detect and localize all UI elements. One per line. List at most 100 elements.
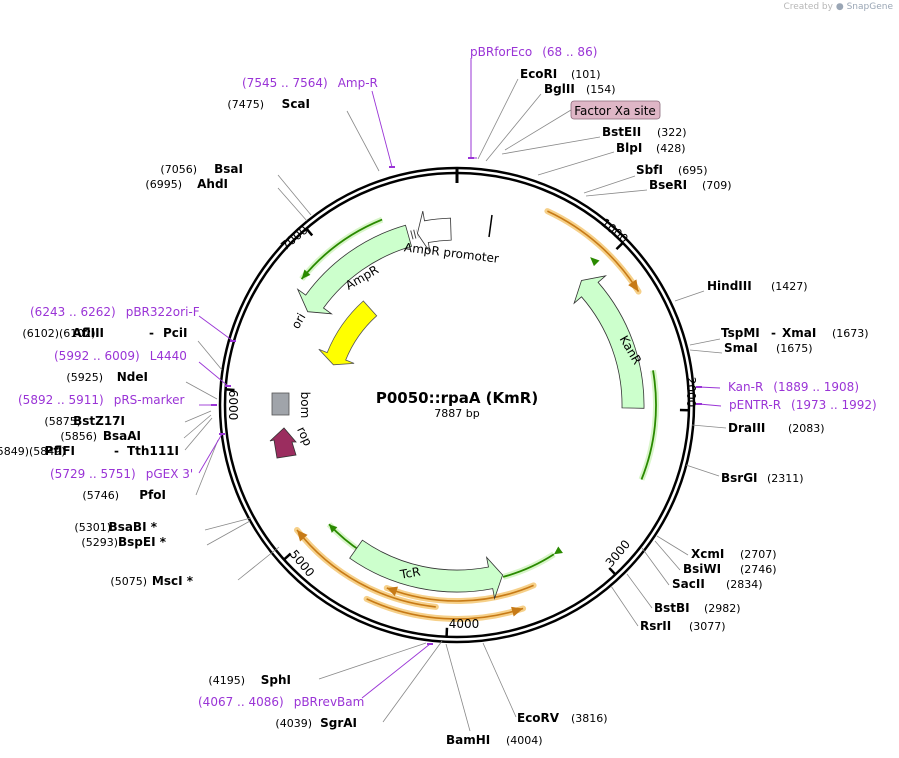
primer-pbrrevbam-part2: pBRrevBam: [294, 695, 365, 709]
primer-pbrforeco-part2: (68 .. 86): [542, 45, 597, 59]
kanr-arrow: [573, 275, 645, 409]
factor-xa-label: Factor Xa site: [574, 104, 656, 118]
site-ndei-name: NdeI: [117, 370, 148, 384]
site-hindiii-pos: (1427): [771, 280, 808, 293]
tick-label-2000: 2000: [684, 377, 698, 408]
site-blpi-pos: (428): [656, 142, 686, 155]
tick-5000: [283, 552, 292, 561]
site-tspmi-name: TspMI: [721, 326, 760, 340]
site-leader-22: [204, 517, 252, 531]
site-xmai-name: XmaI: [782, 326, 816, 340]
band-lower-right-halo: [502, 551, 556, 580]
site-bstbi-name: BstBI: [654, 601, 690, 615]
primer-prs-marker-label: (5892 .. 5911)pRS-marker: [18, 393, 184, 407]
site-sbfi-pos: (695): [678, 164, 708, 177]
created-by-credit: Created by ● SnapGene: [783, 2, 893, 12]
factor-xa-leader: [504, 109, 572, 151]
site-leader-4: [583, 175, 636, 194]
site-bseri-pos: (709): [702, 179, 732, 192]
site-leader-6: [674, 290, 705, 302]
tick-7000: [305, 227, 314, 237]
site-draiii-name: DraIII: [728, 421, 765, 435]
site-bamhi-name: BamHI: [446, 733, 490, 747]
primer-pgex3-label: (5729 .. 5751) pGEX 3': [50, 467, 193, 481]
site-smai-name: SmaI: [724, 341, 758, 355]
ampr-band: [300, 218, 383, 280]
primer-prs-marker-part2: pRS-marker: [114, 393, 185, 407]
green-arrowhead-2: [553, 546, 563, 555]
site-leader-26: [184, 410, 212, 423]
site-leader-13: [641, 547, 670, 586]
site-bsaai-pos: (5856): [60, 430, 97, 443]
site-smai-pos: (1675): [776, 342, 813, 355]
site-leader-0: [477, 78, 519, 160]
plasmid-name: P0050::rpaA (KmR): [376, 389, 538, 407]
orange-arrowhead-2: [386, 586, 398, 597]
site-ndei-pos: (5925): [66, 371, 103, 384]
primer-pentr-r-part2: (1973 .. 1992): [791, 398, 877, 412]
site-bstz17i-name: BstZ17I: [73, 414, 125, 428]
primer-leader-amp-r: [371, 90, 393, 168]
feature-arrows: [269, 211, 645, 600]
arc-kanr-region-lower: [366, 598, 524, 620]
primer-l4440-label: (5992 .. 6009) L4440: [54, 349, 187, 363]
site-bsrgi-name: BsrGI: [721, 471, 758, 485]
orange-arcs: [294, 208, 642, 622]
tick-3000: [608, 567, 617, 576]
site-bspei-name: BspEI *: [118, 535, 167, 549]
tick-label-6000: 6000: [226, 390, 240, 421]
site-leader-3: [537, 151, 615, 176]
primer-pbrrevbam-label: (4067 .. 4086)pBRrevBam: [198, 695, 364, 709]
site-bsai-pos: (7056): [160, 163, 197, 176]
ampr-dotted-divider: [410, 229, 419, 240]
factor-xa-mark: [488, 214, 493, 238]
site-xcmi-name: XcmI: [691, 547, 724, 561]
site-bsabi-name: BsaBI *: [109, 520, 158, 534]
site-tspmi-pos: (1673): [832, 327, 869, 340]
site-leader-27: [185, 381, 218, 400]
site-leader-29: [277, 187, 308, 222]
site-bsaai-name: BsaAI: [103, 429, 141, 443]
snapgene-logo-icon: ●: [835, 2, 844, 12]
site-ahdi-name: AhdI: [197, 177, 228, 191]
site-bglii-pos: (154): [586, 83, 616, 96]
site-leader-16: [482, 642, 517, 718]
site-scai-pos: (7475): [227, 98, 264, 111]
site-bamhi-pos: (4004): [506, 734, 543, 747]
band-lower-right: [502, 553, 555, 578]
site-tspmi-dash: -: [771, 326, 776, 340]
site-sgrai-pos: (4039): [275, 717, 312, 730]
site-pflfi-dash: -: [114, 444, 119, 458]
site-leader-24: [184, 417, 213, 451]
site-bglii-name: BglII: [544, 82, 575, 96]
site-leader-18: [382, 640, 443, 723]
ori-arrow: [318, 300, 378, 366]
label-layer: EcoRI(101)BglII(154)BstEII(322)BlpI(428)…: [0, 45, 877, 747]
site-pflfi-pos-left: (5849): [29, 445, 66, 458]
tick-label-7000: 7000: [278, 223, 310, 253]
primer-l4440-part1: (5992 .. 6009): [54, 349, 140, 363]
site-bsai-name: BsaI: [214, 162, 243, 176]
green-arrowhead-0: [590, 257, 600, 267]
site-sgrai-name: SgrAI: [320, 716, 357, 730]
primer-pgex3-part2: pGEX 3': [146, 467, 193, 481]
site-pflfi-name: PflFI: [45, 444, 75, 458]
site-msci-pos: (5075): [110, 575, 147, 588]
plasmid-size: 7887 bp: [434, 407, 479, 420]
factor-xa-box: [570, 100, 661, 120]
primer-pgex3-part1: (5729 .. 5751): [50, 467, 136, 481]
site-leader-1: [485, 93, 542, 162]
site-leader-2: [501, 136, 601, 155]
rop-label: rop: [294, 424, 315, 448]
site-pfoi-name: PfoI: [139, 488, 166, 502]
primer-l4440-part2: L4440: [150, 349, 187, 363]
site-blpi-name: BlpI: [616, 141, 642, 155]
site-ahdi-pos: (6995): [145, 178, 182, 191]
site-leader-31: [346, 110, 380, 172]
site-msci-name: MscI *: [152, 574, 194, 588]
site-tth111i-name: Tth111I: [127, 444, 179, 458]
leader-lines: [183, 58, 727, 732]
site-leader-9: [691, 424, 727, 429]
site-ecorv-name: EcoRV: [517, 711, 560, 725]
primer-kan-r-part2: (1889 .. 1908): [773, 380, 859, 394]
